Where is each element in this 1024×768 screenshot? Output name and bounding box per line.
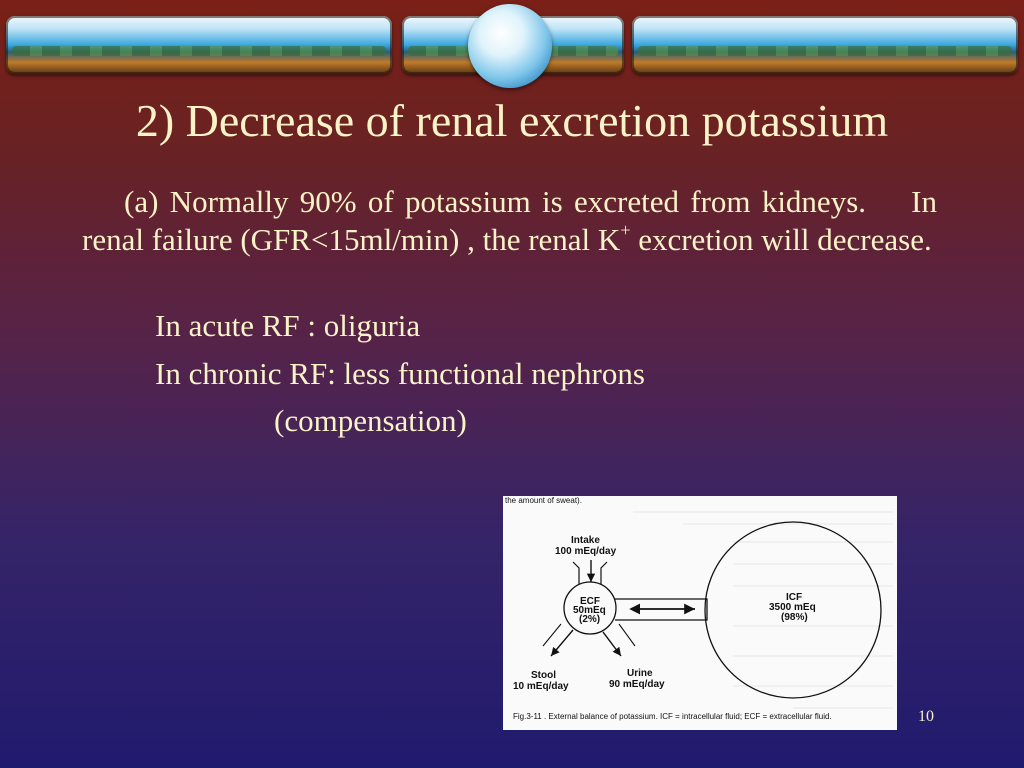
potassium-superscript: + xyxy=(620,220,631,240)
urine-value: 90 mEq/day xyxy=(609,679,665,690)
main-paragraph: (a) Normally 90% of potassium is excrete… xyxy=(82,183,937,259)
stool-value: 10 mEq/day xyxy=(513,681,569,692)
compensation-line: (compensation) xyxy=(274,403,467,438)
figure-top-text: the amount of sweat). xyxy=(505,496,582,505)
paragraph-text-part1: (a) Normally 90% of potassium is excrete… xyxy=(82,184,937,257)
decorative-banner-left xyxy=(6,16,392,74)
acute-rf-line: In acute RF : oliguria xyxy=(155,308,421,343)
icf-value: 3500 mEq xyxy=(769,602,816,613)
intake-value: 100 mEq/day xyxy=(555,546,617,557)
icf-label: ICF xyxy=(786,592,802,603)
potassium-balance-figure: the amount of sweat). Intake 100 mEq/day… xyxy=(503,496,897,730)
ecf-percent: (2%) xyxy=(579,614,600,625)
chronic-rf-line: In chronic RF: less functional nephrons xyxy=(155,356,645,391)
icf-circle xyxy=(704,521,882,699)
urine-label: Urine xyxy=(627,668,653,679)
globe-ornament xyxy=(468,4,552,88)
ecf-circle xyxy=(563,581,617,635)
slide-title: 2) Decrease of renal excretion potassium xyxy=(135,95,889,146)
ecf-label: ECF xyxy=(580,596,600,607)
icf-percent: (98%) xyxy=(781,612,808,623)
decorative-banner-right xyxy=(632,16,1018,74)
intake-label: Intake xyxy=(571,535,600,546)
urine-arrow xyxy=(602,631,622,657)
paragraph-text-part2: excretion will decrease. xyxy=(630,222,932,257)
ecf-value: 50mEq xyxy=(573,605,606,616)
stool-arrow xyxy=(550,629,574,657)
figure-caption: Fig.3-11 . External balance of potassium… xyxy=(513,712,832,721)
slide-number: 10 xyxy=(918,708,934,725)
figure-diagram: the amount of sweat). Intake 100 mEq/day… xyxy=(505,496,893,721)
stool-label: Stool xyxy=(531,670,556,681)
